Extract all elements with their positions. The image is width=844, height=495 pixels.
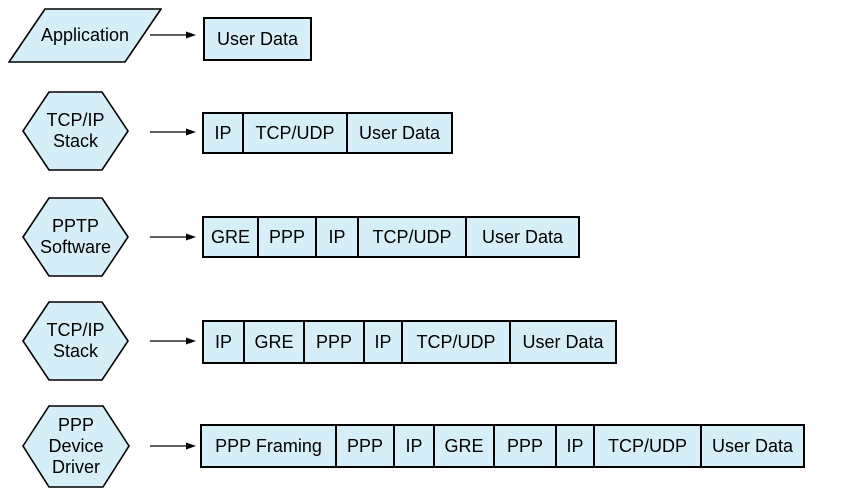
stage-label-pptp-software: PPTP Software	[22, 197, 129, 277]
stage-shape-tcpip-stack-1: TCP/IP Stack	[22, 91, 129, 171]
stage-label-tcpip-stack-1: TCP/IP Stack	[22, 91, 129, 171]
stage-label-tcpip-stack-2: TCP/IP Stack	[22, 301, 129, 381]
stage-label-line: PPP	[57, 415, 95, 435]
packet-field: TCP/UDP	[595, 426, 702, 466]
packet-field: User Data	[481, 226, 564, 247]
packet-field: GRE	[204, 218, 259, 256]
packet-field: IP	[365, 322, 403, 362]
stage-label-line: Application	[40, 25, 130, 45]
arrow-right-icon	[150, 442, 196, 450]
packet-field: PPP	[305, 322, 365, 362]
parallelogram-shape	[7, 8, 163, 63]
packet-field: User Data	[711, 435, 794, 456]
packet-field: TCP/UDP	[244, 114, 348, 152]
stage-label-line: TCP/IP	[46, 320, 105, 340]
stage-label-ppp-device-driver: PPP Device Driver	[22, 405, 130, 488]
hexagon-shape	[22, 197, 129, 277]
stage-shape-pptp-software: PPTP Software	[22, 197, 129, 277]
packet-field: PPP	[495, 426, 557, 466]
packet-field: IP	[317, 218, 359, 256]
packet-field: IP	[204, 322, 245, 362]
stage-label-line: Stack	[52, 131, 99, 151]
stage-shape-ppp-device-driver: PPP Device Driver	[22, 405, 130, 488]
packet-field: IP	[557, 426, 595, 466]
packet-row-pptp-software: GRE PPP IP TCP/UDP User Data	[202, 216, 580, 258]
stage-shape-application: Application	[7, 8, 163, 63]
arrow-right-icon	[150, 337, 196, 345]
stage-label-line: TCP/IP	[46, 110, 105, 130]
packet-row-ppp-device-driver: PPP Framing PPP IP GRE PPP IP TCP/UDP Us…	[200, 424, 805, 468]
stage-label-line: Device	[48, 436, 104, 456]
packet-field: User Data	[522, 331, 604, 352]
packet-field: User Data	[358, 122, 441, 143]
stage-label-line: Stack	[52, 341, 99, 361]
arrow-right-icon	[150, 233, 196, 241]
stage-label-line: Software	[39, 237, 112, 257]
hexagon-shape	[22, 301, 129, 381]
hexagon-shape	[22, 91, 129, 171]
packet-field: GRE	[245, 322, 305, 362]
arrow-right-icon	[150, 128, 196, 136]
packet-field: IP	[204, 114, 244, 152]
packet-field: User Data	[216, 28, 299, 49]
packet-field: PPP Framing	[202, 426, 337, 466]
stage-label-line: PPTP	[51, 216, 99, 236]
packet-field: IP	[395, 426, 435, 466]
packet-row-tcpip-stack-2: IP GRE PPP IP TCP/UDP User Data	[202, 320, 617, 364]
packet-field: PPP	[259, 218, 317, 256]
packet-field: TCP/UDP	[403, 322, 511, 362]
stage-shape-tcpip-stack-2: TCP/IP Stack	[22, 301, 129, 381]
stage-label-line: Driver	[52, 457, 100, 477]
packet-field: GRE	[435, 426, 495, 466]
packet-row-application: User Data	[203, 17, 312, 61]
packet-field: PPP	[337, 426, 395, 466]
arrow-right-icon	[150, 31, 196, 39]
stage-label-application: Application	[8, 8, 162, 63]
packet-row-tcpip-stack-1: IP TCP/UDP User Data	[202, 112, 453, 154]
packet-field: TCP/UDP	[359, 218, 467, 256]
hexagon-shape	[22, 405, 130, 488]
